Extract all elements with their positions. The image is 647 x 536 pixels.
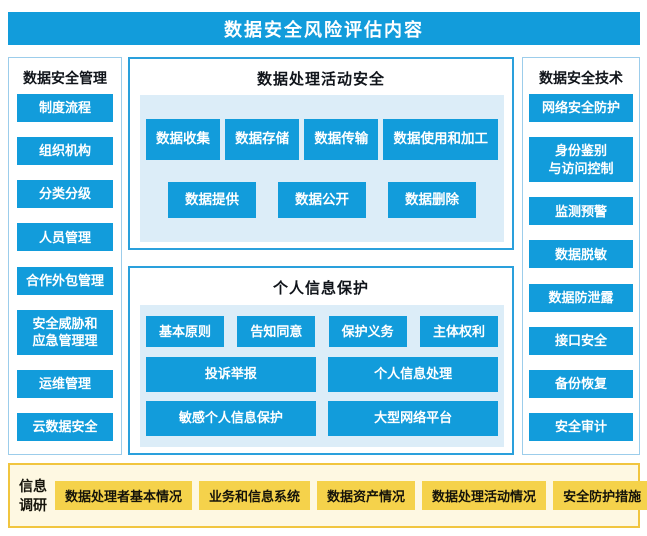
management-panel: 数据安全管理 制度流程组织机构分类分级人员管理合作外包管理安全威胁和 应急管理理… (8, 57, 122, 455)
personal-info-item: 告知同意 (237, 316, 316, 348)
management-item: 组织机构 (17, 137, 113, 166)
management-item: 合作外包管理 (17, 266, 113, 295)
management-item: 安全威胁和 应急管理理 (17, 309, 113, 355)
processing-item: 数据收集 (146, 119, 220, 160)
personal-info-item: 投诉举报 (146, 356, 316, 392)
personal-info-item: 保护义务 (328, 316, 407, 348)
diagram-title-banner: 数据安全风险评估内容 (8, 12, 640, 45)
personal-info-row-3: 敏感个人信息保护大型网络平台 (146, 400, 498, 436)
survey-item: 数据资产情况 (317, 481, 416, 510)
survey-item: 数据处理者基本情况 (55, 481, 193, 510)
technology-item: 身份鉴别 与访问控制 (529, 137, 633, 183)
survey-box: 信息 调研 数据处理者基本情况业务和信息系统数据资产情况数据处理活动情况安全防护… (8, 463, 647, 528)
processing-box: 数据处理活动安全 数据收集数据存储数据传输数据使用和加工 数据提供数据公开数据删… (128, 57, 514, 250)
diagram-title: 数据安全风险评估内容 (224, 19, 424, 40)
management-item-list: 制度流程组织机构分类分级人员管理合作外包管理安全威胁和 应急管理理运维管理云数据… (9, 94, 121, 441)
processing-item: 数据提供 (168, 182, 256, 218)
processing-row-2: 数据提供数据公开数据删除 (146, 182, 498, 218)
personal-info-box: 个人信息保护 基本原则告知同意保护义务主体权利 投诉举报个人信息处理 敏感个人信… (128, 266, 514, 455)
technology-item: 接口安全 (529, 326, 633, 355)
technology-item: 安全审计 (529, 412, 633, 441)
personal-info-panel: 基本原则告知同意保护义务主体权利 投诉举报个人信息处理 敏感个人信息保护大型网络… (140, 305, 504, 447)
personal-info-row-2: 投诉举报个人信息处理 (146, 356, 498, 392)
technology-panel-title: 数据安全技术 (539, 70, 623, 86)
processing-item: 数据使用和加工 (383, 119, 498, 160)
survey-label: 信息 调研 (19, 477, 47, 513)
processing-panel: 数据收集数据存储数据传输数据使用和加工 数据提供数据公开数据删除 (140, 95, 504, 242)
technology-item-list: 网络安全防护身份鉴别 与访问控制监测预警数据脱敏数据防泄露接口安全备份恢复安全审… (523, 94, 639, 441)
personal-info-item: 个人信息处理 (328, 356, 498, 392)
survey-item: 安全防护措施 (553, 481, 647, 510)
technology-item: 数据防泄露 (529, 283, 633, 312)
survey-item: 数据处理活动情况 (422, 481, 547, 510)
management-item: 制度流程 (17, 94, 113, 122)
management-item: 云数据安全 (17, 412, 113, 441)
processing-item: 数据存储 (225, 119, 300, 160)
technology-item: 监测预警 (529, 197, 633, 226)
survey-item: 业务和信息系统 (199, 481, 311, 510)
management-item: 运维管理 (17, 369, 113, 398)
processing-item: 数据公开 (278, 182, 366, 218)
survey-item-list: 数据处理者基本情况业务和信息系统数据资产情况数据处理活动情况安全防护措施 (55, 481, 647, 510)
personal-info-item: 基本原则 (146, 316, 225, 348)
processing-item: 数据删除 (388, 182, 476, 218)
processing-item: 数据传输 (304, 119, 379, 160)
personal-info-row-1: 基本原则告知同意保护义务主体权利 (146, 316, 498, 348)
management-panel-title: 数据安全管理 (23, 70, 107, 86)
personal-info-item: 主体权利 (419, 316, 498, 348)
management-item: 人员管理 (17, 223, 113, 252)
technology-panel: 数据安全技术 网络安全防护身份鉴别 与访问控制监测预警数据脱敏数据防泄露接口安全… (522, 57, 640, 455)
technology-item: 网络安全防护 (529, 94, 633, 122)
technology-item: 数据脱敏 (529, 240, 633, 269)
processing-row-1: 数据收集数据存储数据传输数据使用和加工 (146, 119, 498, 160)
technology-item: 备份恢复 (529, 369, 633, 398)
personal-info-box-title: 个人信息保护 (272, 280, 369, 297)
personal-info-item: 大型网络平台 (328, 400, 498, 436)
processing-box-title: 数据处理活动安全 (256, 71, 385, 88)
personal-info-item: 敏感个人信息保护 (146, 400, 316, 436)
management-item: 分类分级 (17, 180, 113, 209)
